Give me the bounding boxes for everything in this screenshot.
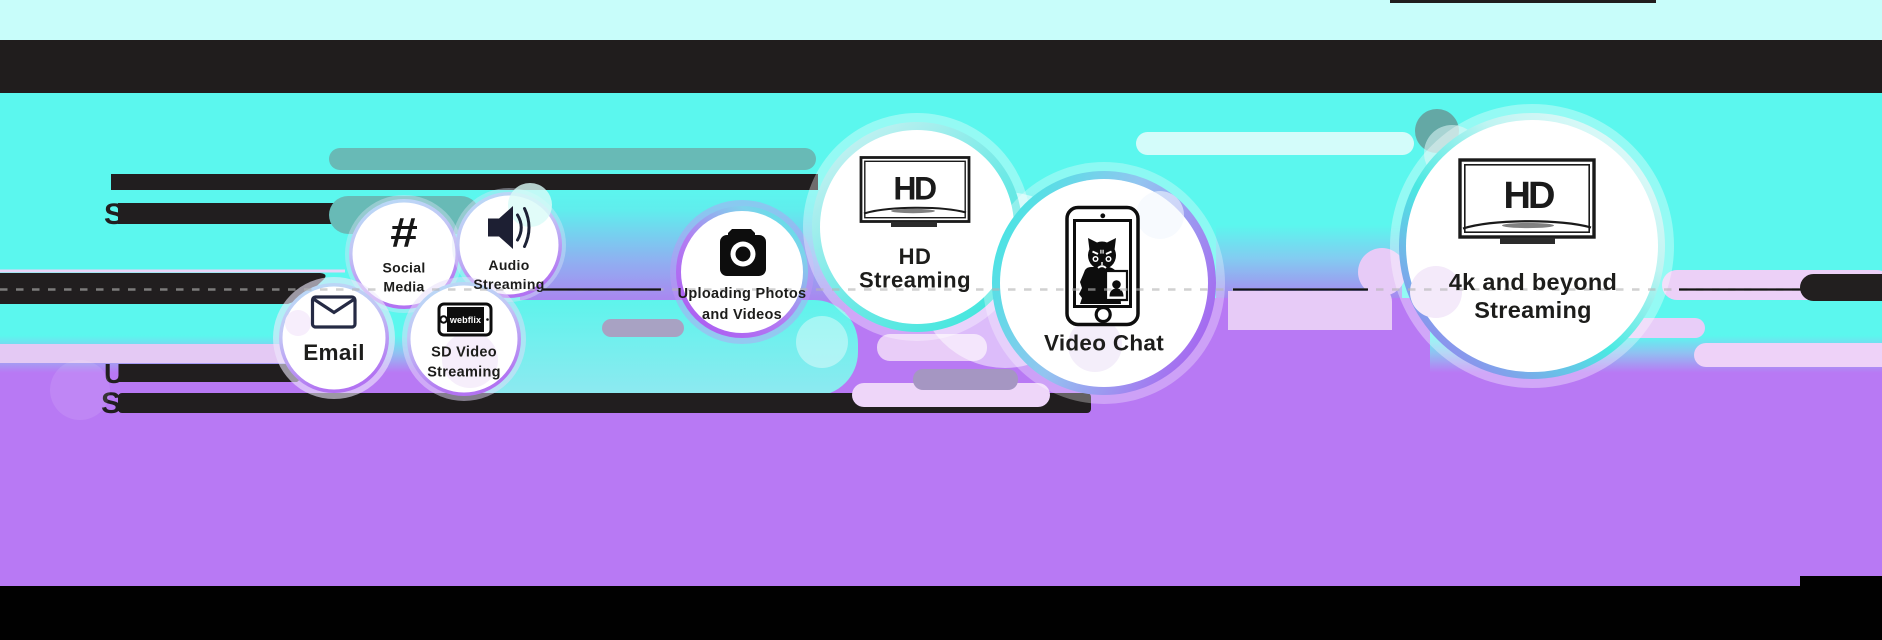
svg-text:Video Chat: Video Chat bbox=[1044, 331, 1164, 356]
svg-text:Social: Social bbox=[382, 260, 425, 276]
svg-text:Email: Email bbox=[303, 340, 365, 365]
svg-text:#: # bbox=[390, 209, 418, 257]
svg-text:S: S bbox=[101, 387, 121, 420]
svg-text:Streaming: Streaming bbox=[473, 276, 544, 292]
svg-text:HD: HD bbox=[899, 244, 932, 269]
svg-text:Audio: Audio bbox=[488, 257, 529, 273]
svg-text:Streaming: Streaming bbox=[859, 268, 971, 293]
svg-text:4k and beyond: 4k and beyond bbox=[1449, 269, 1617, 295]
svg-text:and Videos: and Videos bbox=[702, 307, 782, 323]
svg-text:Streaming: Streaming bbox=[1474, 297, 1592, 323]
svg-text:HD: HD bbox=[893, 171, 936, 207]
svg-text:webflix: webflix bbox=[449, 315, 481, 325]
svg-text:HD: HD bbox=[1504, 175, 1554, 217]
svg-text:Media: Media bbox=[383, 279, 424, 295]
svg-text:Streaming: Streaming bbox=[427, 365, 501, 381]
svg-text:Uploading Photos: Uploading Photos bbox=[678, 286, 807, 302]
svg-text:SD Video: SD Video bbox=[431, 345, 497, 361]
